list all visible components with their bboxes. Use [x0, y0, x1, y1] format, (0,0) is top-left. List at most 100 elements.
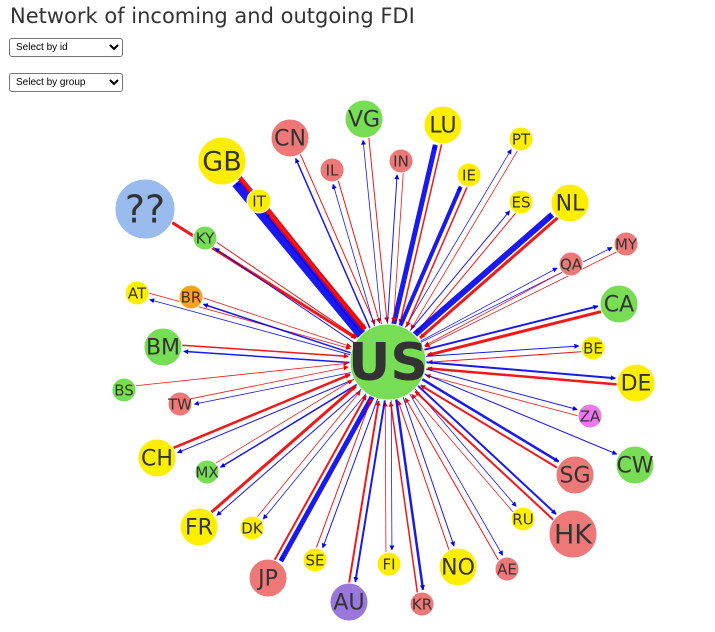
node-circle[interactable] [376, 551, 402, 577]
node-circle[interactable] [194, 459, 220, 485]
node-my[interactable]: MY [613, 231, 639, 257]
node-at[interactable]: AT [124, 280, 150, 306]
node-circle[interactable] [456, 162, 482, 188]
node-vg[interactable]: VG [344, 99, 384, 139]
node-circle[interactable] [508, 126, 534, 152]
node-bm[interactable]: BM [143, 327, 183, 367]
node-circle[interactable] [111, 377, 137, 403]
node-circle[interactable] [248, 558, 288, 598]
node-de[interactable]: DE [616, 363, 656, 403]
node-za[interactable]: ZA [577, 403, 603, 429]
edge-in-KY [216, 241, 357, 338]
select-by-group-dropdown[interactable]: Select by group [9, 73, 123, 92]
node-fi[interactable]: FI [376, 551, 402, 577]
node-circle[interactable] [114, 178, 176, 240]
node-circle[interactable] [508, 189, 534, 215]
node-circle[interactable] [246, 188, 272, 214]
node-circle[interactable] [344, 99, 384, 139]
node-qa[interactable]: QA [558, 251, 584, 277]
node-bs[interactable]: BS [111, 377, 137, 403]
node-label: IT [252, 192, 266, 210]
node-circle[interactable] [577, 403, 603, 429]
node-circle[interactable] [302, 547, 328, 573]
node-lu[interactable]: LU [423, 105, 463, 145]
node-fr[interactable]: FR [179, 507, 219, 547]
node-label: TW [167, 395, 192, 413]
node-circle[interactable] [143, 327, 183, 367]
node-circle[interactable] [167, 391, 193, 417]
node-hk[interactable]: HK [548, 509, 598, 559]
node-label: AT [128, 284, 147, 302]
node-circle[interactable] [616, 363, 656, 403]
node-label: DK [241, 519, 264, 537]
node-label: IE [462, 166, 476, 184]
node-circle[interactable] [613, 231, 639, 257]
node-ky[interactable]: KY [192, 225, 218, 251]
node-circle[interactable] [548, 509, 598, 559]
node-ch[interactable]: CH [137, 438, 177, 478]
node-circle[interactable] [137, 438, 177, 478]
node-cn[interactable]: CN [270, 118, 310, 158]
node-circle[interactable] [555, 455, 595, 495]
node-in[interactable]: IN [388, 148, 414, 174]
node-circle[interactable] [580, 335, 606, 361]
node-label: NL [556, 192, 585, 217]
node-il[interactable]: IL [319, 157, 345, 183]
node-ie[interactable]: IE [456, 162, 482, 188]
node-us-center[interactable]: US [348, 323, 428, 401]
node-circle[interactable] [550, 183, 590, 223]
node-no[interactable]: NO [438, 547, 478, 587]
node-circle[interactable] [388, 148, 414, 174]
node-ru[interactable]: RU [510, 506, 536, 532]
node-circle[interactable] [558, 251, 584, 277]
node-circle[interactable] [239, 515, 265, 541]
node-it[interactable]: IT [246, 188, 272, 214]
node-circle[interactable] [192, 225, 218, 251]
edge-in-VG [368, 137, 390, 323]
node-circle[interactable] [178, 284, 204, 310]
node-gb[interactable]: GB [197, 136, 247, 186]
node-label: IN [393, 152, 409, 170]
node-unknown[interactable]: ?? [114, 178, 176, 240]
node-circle[interactable] [197, 136, 247, 186]
node-label: CW [616, 454, 653, 479]
node-kr[interactable]: KR [409, 591, 435, 617]
node-circle[interactable] [510, 506, 536, 532]
edge-in-BS [135, 361, 349, 387]
node-ae[interactable]: AE [494, 556, 520, 582]
node-br[interactable]: BR [178, 284, 204, 310]
node-circle[interactable] [270, 118, 310, 158]
node-circle[interactable] [409, 591, 435, 617]
node-nl[interactable]: NL [550, 183, 590, 223]
node-mx[interactable]: MX [194, 459, 220, 485]
center-node-circle[interactable] [349, 323, 427, 401]
node-circle[interactable] [329, 582, 369, 622]
node-circle[interactable] [494, 556, 520, 582]
node-cw[interactable]: CW [615, 445, 655, 485]
node-label: DE [621, 372, 652, 397]
node-se[interactable]: SE [302, 547, 328, 573]
edge-out-DK [262, 393, 367, 520]
edge-in-MX [215, 379, 353, 464]
node-circle[interactable] [423, 105, 463, 145]
select-by-id-dropdown[interactable]: Select by id [9, 38, 123, 57]
node-jp[interactable]: JP [248, 558, 288, 598]
node-circle[interactable] [179, 507, 219, 547]
node-label: VG [348, 108, 380, 133]
node-circle[interactable] [615, 445, 655, 485]
node-circle[interactable] [438, 547, 478, 587]
node-tw[interactable]: TW [167, 391, 193, 417]
node-au[interactable]: AU [329, 582, 369, 622]
node-circle[interactable] [599, 284, 639, 324]
node-ca[interactable]: CA [599, 284, 639, 324]
node-circle[interactable] [319, 157, 345, 183]
node-pt[interactable]: PT [508, 126, 534, 152]
node-sg[interactable]: SG [555, 455, 595, 495]
node-be[interactable]: BE [580, 335, 606, 361]
page-title: Network of incoming and outgoing FDI [10, 4, 415, 28]
node-es[interactable]: ES [508, 189, 534, 215]
node-circle[interactable] [124, 280, 150, 306]
node-dk[interactable]: DK [239, 515, 265, 541]
node-label: QA [560, 255, 583, 273]
